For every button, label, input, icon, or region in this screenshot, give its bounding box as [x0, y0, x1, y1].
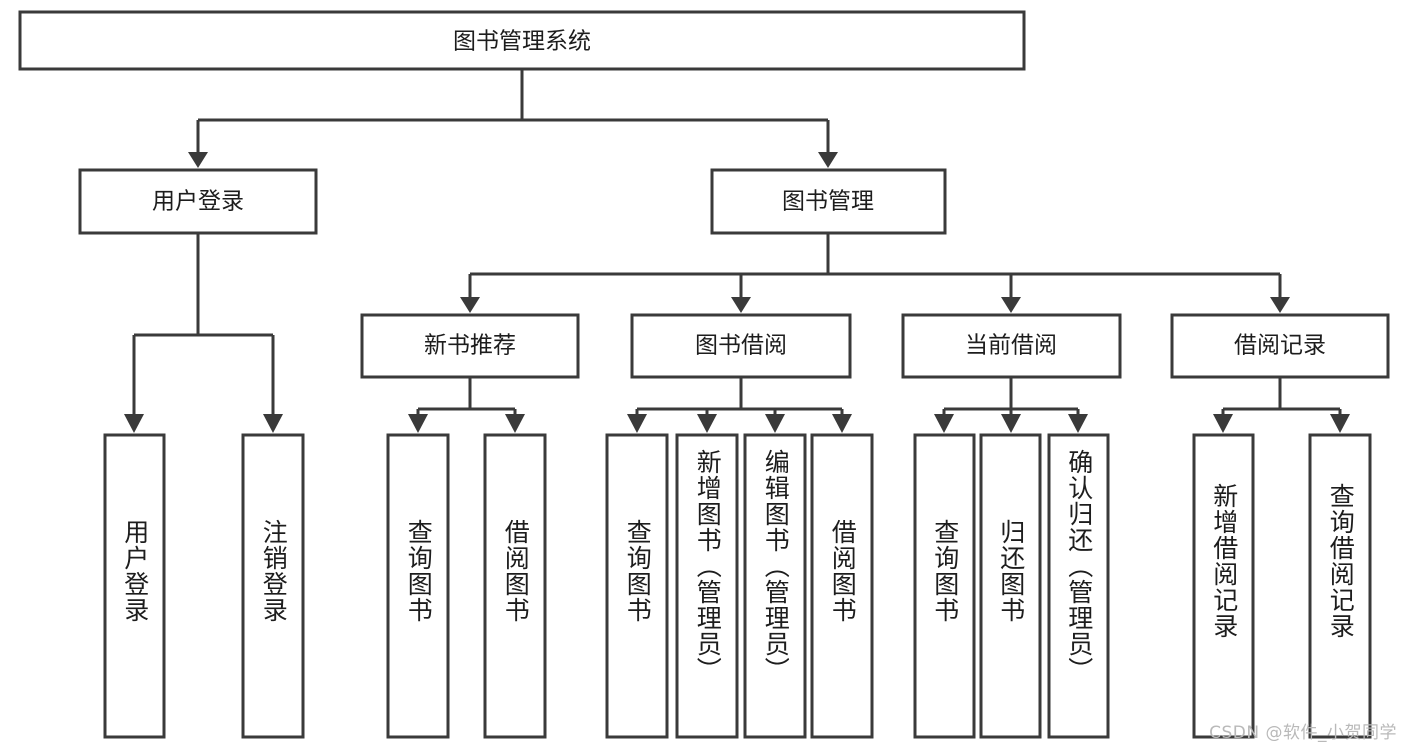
- connector-group-new-book-recommend: [408, 377, 525, 433]
- node-user-login-box[interactable]: [78, 168, 318, 235]
- node-new-book-recommend[interactable]: 新书推荐: [360, 313, 580, 379]
- leaf-box-borrow-book-rec[interactable]: [483, 433, 547, 739]
- leaf-box-confirm-return[interactable]: [1047, 433, 1110, 739]
- connector-group-root: [188, 69, 838, 168]
- arrowhead-leaf-query-record: [1330, 414, 1350, 433]
- arrowhead-leaf-query-book-borrow: [627, 414, 647, 433]
- leaf-box-query-record[interactable]: [1308, 433, 1372, 739]
- leaf-box-return-book[interactable]: [979, 433, 1042, 739]
- node-book-manage[interactable]: 图书管理: [710, 168, 947, 235]
- node-book-borrow[interactable]: 图书借阅: [630, 313, 852, 379]
- arrowhead-leaf-user-login: [124, 414, 144, 433]
- node-book-borrow-label: 图书借阅: [695, 333, 787, 359]
- node-current-borrow-box[interactable]: [901, 313, 1122, 379]
- arrowhead-book-manage: [818, 152, 838, 168]
- connector-group-user-login: [124, 233, 283, 433]
- leaf-box-query-book-rec[interactable]: [386, 433, 450, 739]
- node-user-login[interactable]: 用户登录: [78, 168, 318, 235]
- node-root-label: 图书管理系统: [453, 29, 591, 55]
- node-root[interactable]: 图书管理系统: [18, 10, 1026, 71]
- node-borrow-record-label: 借阅记录: [1234, 333, 1326, 359]
- node-user-login-label: 用户登录: [152, 189, 244, 215]
- csdn-watermark: CSDN @软件_小贺同学: [1209, 723, 1397, 743]
- node-borrow-record-box[interactable]: [1170, 313, 1390, 379]
- arrowhead-book-borrow: [731, 297, 751, 313]
- node-book-borrow-box[interactable]: [630, 313, 852, 379]
- leaf-box-query-book-cur[interactable]: [913, 433, 976, 739]
- arrowhead-leaf-add-record: [1213, 414, 1233, 433]
- arrowhead-leaf-return-book: [1001, 414, 1021, 433]
- leaf-box-borrow-book[interactable]: [810, 433, 874, 739]
- node-book-manage-label: 图书管理: [782, 189, 874, 215]
- arrowhead-user-login: [188, 152, 208, 168]
- leaf-box-add-book[interactable]: [675, 433, 739, 739]
- leaf-box-query-book-borrow[interactable]: [605, 433, 669, 739]
- node-borrow-record[interactable]: 借阅记录: [1170, 313, 1390, 379]
- arrowhead-leaf-edit-book: [765, 414, 785, 433]
- arrowhead-leaf-logout: [263, 414, 283, 433]
- leaf-box-add-record[interactable]: [1192, 433, 1255, 739]
- arrowhead-new-book-recommend: [460, 297, 480, 313]
- arrowhead-leaf-query-book-rec: [408, 414, 428, 433]
- connector-group-borrow-record: [1213, 377, 1350, 433]
- connector-group-book-manage: [460, 233, 1290, 313]
- arrowhead-leaf-borrow-book: [832, 414, 852, 433]
- leaf-box-user-login[interactable]: [103, 433, 166, 739]
- arrowhead-leaf-confirm-return: [1068, 414, 1088, 433]
- leaf-box-group: [103, 433, 1372, 739]
- connector-group-current-borrow: [934, 377, 1088, 433]
- arrowhead-current-borrow: [1001, 297, 1021, 313]
- node-current-borrow[interactable]: 当前借阅: [901, 313, 1122, 379]
- node-new-book-recommend-box[interactable]: [360, 313, 580, 379]
- node-root-box[interactable]: [18, 10, 1026, 71]
- leaf-box-edit-book[interactable]: [743, 433, 807, 739]
- connector-group-book-borrow: [627, 377, 852, 433]
- node-new-book-recommend-label: 新书推荐: [424, 333, 516, 359]
- arrowhead-leaf-query-book-cur: [934, 414, 954, 433]
- node-current-borrow-label: 当前借阅: [965, 333, 1057, 359]
- node-book-manage-box[interactable]: [710, 168, 947, 235]
- arrowhead-leaf-borrow-book-rec: [505, 414, 525, 433]
- arrowhead-borrow-record: [1270, 297, 1290, 313]
- arrowhead-leaf-add-book: [697, 414, 717, 433]
- leaf-box-logout[interactable]: [241, 433, 305, 739]
